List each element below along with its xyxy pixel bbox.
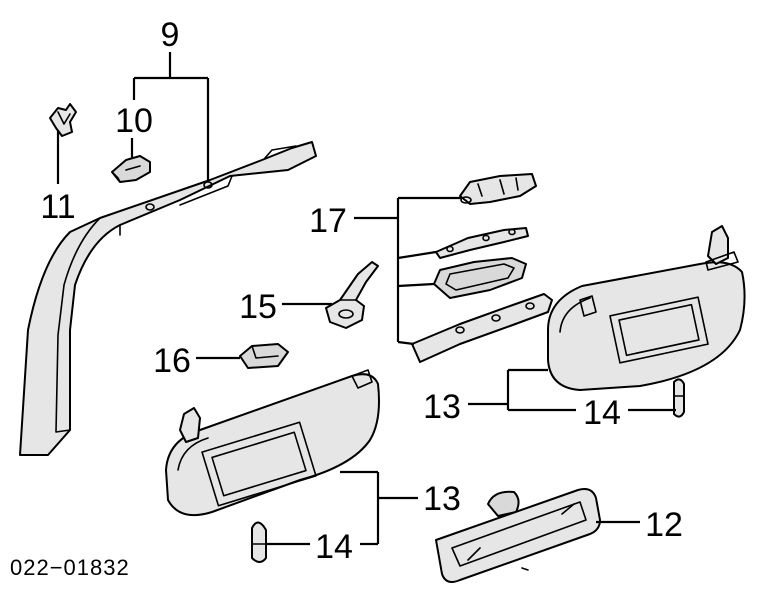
callout-17: 17 (309, 202, 347, 240)
callout-14-left: 14 (315, 528, 353, 566)
callout-13-right: 13 (423, 388, 461, 426)
callout-10: 10 (115, 102, 153, 140)
hook-part-15 (325, 261, 379, 329)
callout-13-left: 13 (423, 480, 461, 518)
fastener-part-11 (49, 103, 77, 137)
callout-12: 12 (645, 506, 683, 544)
leader-lines (56, 52, 676, 546)
callout-11: 11 (40, 188, 75, 226)
callout-16: 16 (153, 342, 191, 380)
pillar-trim-part (19, 141, 317, 456)
cover-part-16 (239, 343, 289, 369)
diagram-code: 022−01832 (10, 555, 130, 580)
callout-14-right: 14 (583, 394, 621, 432)
rearview-mirror (435, 488, 601, 583)
sun-visor-right (547, 225, 746, 391)
callout-15: 15 (239, 288, 277, 326)
grab-handle-assembly-17 (411, 173, 553, 363)
callout-9: 9 (161, 16, 180, 54)
bulb-right (673, 378, 685, 418)
callout-labels: 9 10 11 17 15 16 13 14 13 14 12 022−0183… (10, 16, 683, 580)
sun-visor-left (165, 369, 380, 516)
bulb-left (251, 521, 267, 563)
clip-part-10 (111, 155, 151, 183)
